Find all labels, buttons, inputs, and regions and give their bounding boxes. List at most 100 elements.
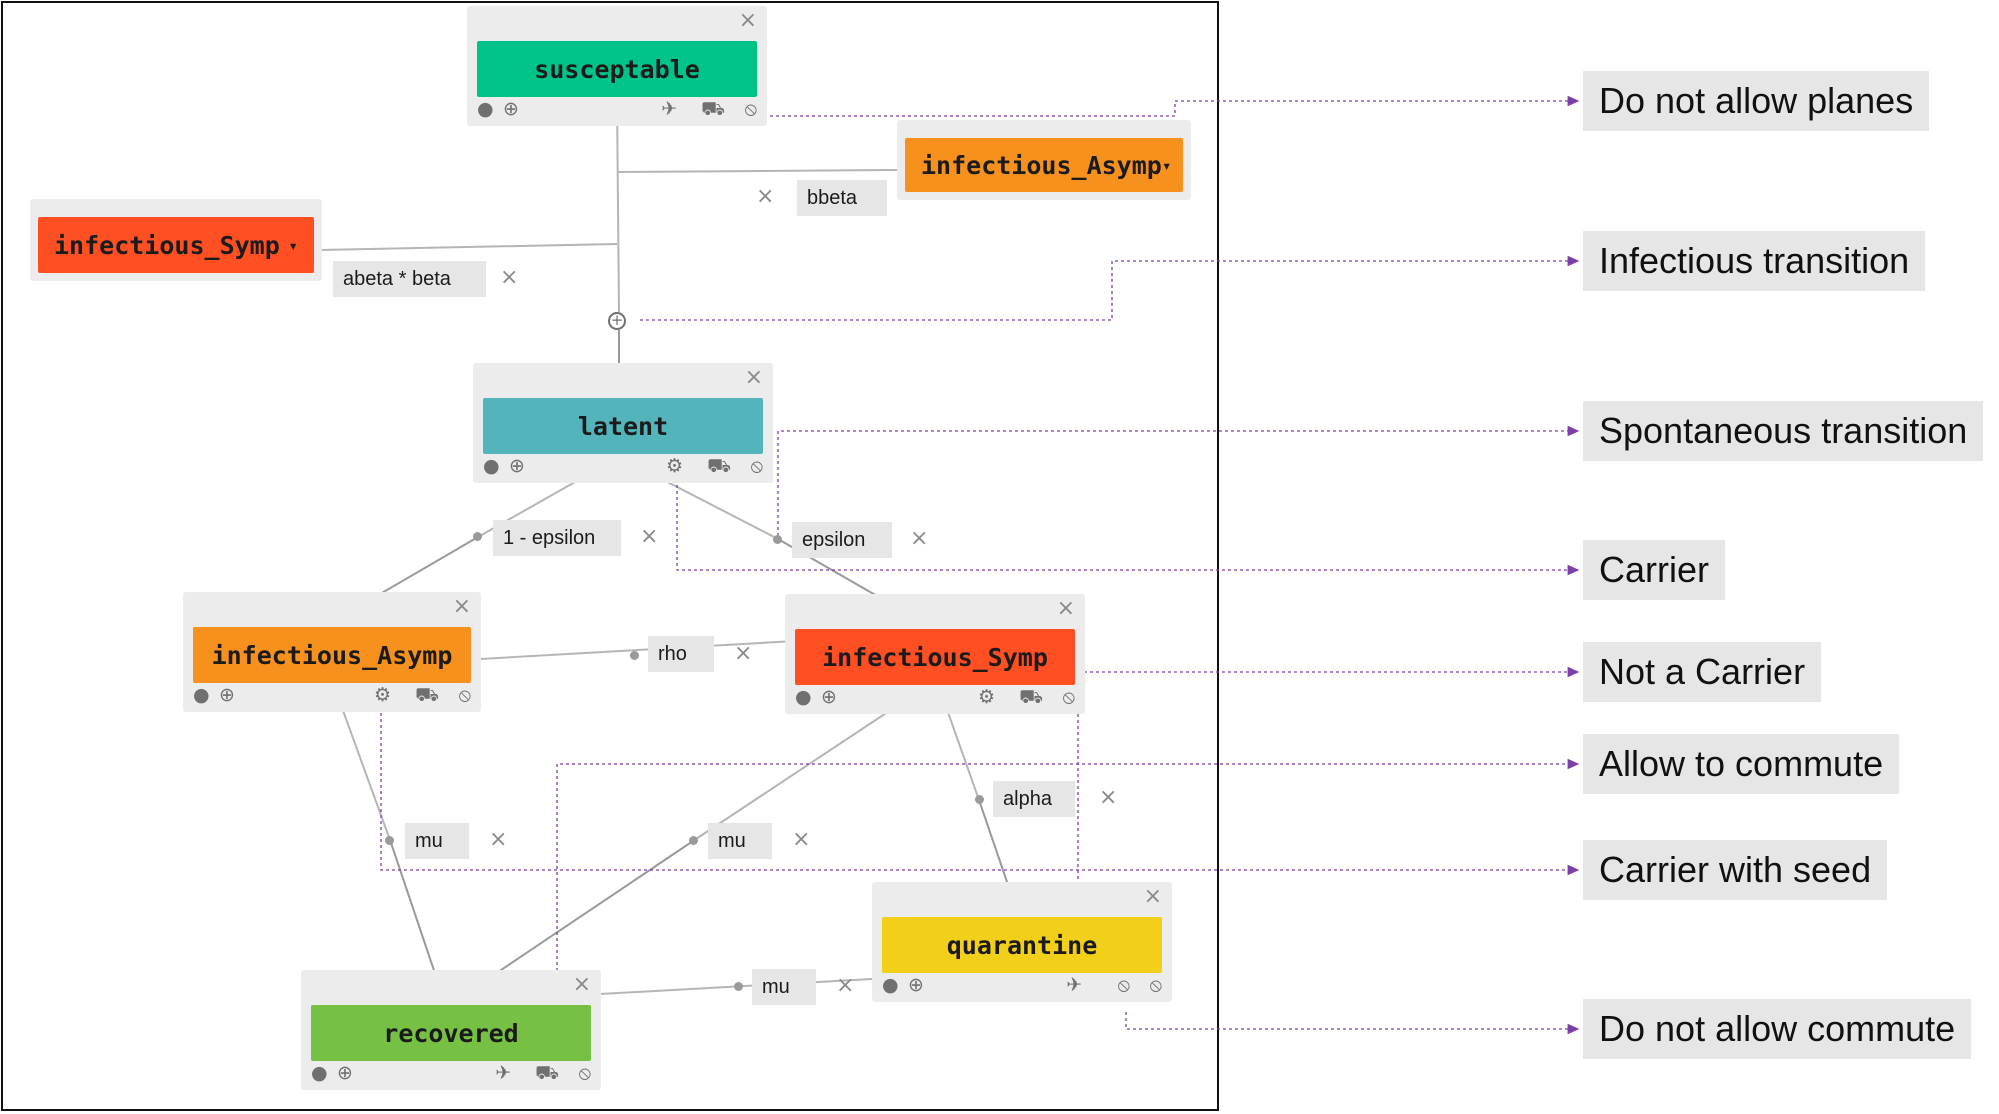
close-icon[interactable]: × [910,526,929,551]
info-icon[interactable]: ● [795,686,812,708]
close-icon[interactable]: × [572,972,591,997]
source-infectious-symp[interactable]: infectious_Symp ▾ [30,199,322,281]
close-icon[interactable]: × [1143,884,1162,909]
no-commute-icon[interactable]: ⦸ [578,1062,591,1084]
rate-handle[interactable] [734,982,743,991]
legend-no-commute: Do not allow commute [1583,999,1972,1059]
info-icon[interactable]: ● [483,455,500,477]
rate-label-epsilon[interactable]: epsilon [792,522,892,558]
leader-carrier-seed [380,695,1580,876]
close-icon[interactable]: × [836,973,855,998]
close-icon[interactable]: × [1099,785,1118,810]
legend-allow-commute: Allow to commute [1583,734,1900,794]
node-infectious-asymp[interactable]: × infectious_Asymp ● ⊕ ⚙ ⛟ ⦸ [183,592,481,712]
node-quarantine[interactable]: × quarantine ● ⊕ ✈ ⦸ ⦸ [872,882,1172,1002]
car-icon[interactable]: ⛟ [535,1062,559,1084]
no-commute-icon[interactable]: ⦸ [744,98,757,120]
legend-infectious-transition: Infectious transition [1583,231,1926,291]
car-icon[interactable]: ⛟ [415,684,439,706]
legend-carrier-seed: Carrier with seed [1583,840,1888,900]
leader-infectious-transition [640,255,1580,321]
gear-icon[interactable]: ⚙ [373,684,391,706]
rate-handle[interactable] [975,795,984,804]
close-icon[interactable]: × [756,184,775,209]
car-icon[interactable]: ⛟ [707,455,731,477]
legend-not-carrier: Not a Carrier [1583,642,1822,702]
plane-icon[interactable]: ✈ [1066,974,1082,996]
node-label-infectious-asymp[interactable]: infectious_Asymp [193,627,471,683]
close-icon[interactable]: × [640,524,659,549]
close-icon[interactable]: × [1056,596,1075,621]
leader-no-planes [770,95,1580,117]
node-susceptible[interactable]: × susceptable ● ⊕ ✈ ⛟ ⦸ [467,6,767,126]
plane-icon[interactable]: ✈ [495,1062,511,1084]
legend-carrier: Carrier [1583,540,1726,600]
rate-handle[interactable] [385,836,394,845]
close-icon[interactable]: × [452,594,471,619]
leader-no-commute [1125,1012,1580,1035]
chevron-down-icon[interactable]: ▾ [1161,155,1172,175]
close-icon[interactable]: × [489,827,508,852]
gear-icon[interactable]: ⚙ [977,686,995,708]
node-infectious-symp[interactable]: × infectious_Symp ● ⊕ ⚙ ⛟ ⦸ [785,594,1085,714]
close-icon[interactable]: × [738,8,757,33]
rate-label-alpha[interactable]: alpha [993,781,1075,817]
no-commute-icon[interactable]: ⦸ [1062,686,1075,708]
close-icon[interactable]: × [734,641,753,666]
rate-label-mu-symp[interactable]: mu [708,823,772,859]
node-latent[interactable]: × latent ● ⊕ ⚙ ⛟ ⦸ [473,363,773,483]
source-label-infectious-asymp: infectious_Asymp [921,150,1162,180]
rate-label-one-minus-epsilon[interactable]: 1 - epsilon [493,520,621,556]
node-recovered[interactable]: × recovered ● ⊕ ✈ ⛟ ⦸ [301,970,601,1090]
rate-handle[interactable] [473,532,482,541]
add-icon[interactable]: ⊕ [503,98,519,120]
rate-label-abeta-beta[interactable]: abeta * beta [333,261,486,297]
info-icon[interactable]: ● [311,1062,328,1084]
source-dropdown-infectious-symp[interactable]: infectious_Symp ▾ [38,217,314,273]
leader-allow-commute [556,758,1580,1061]
info-icon[interactable]: ● [193,684,210,706]
close-icon[interactable]: × [500,265,519,290]
source-dropdown-infectious-asymp[interactable]: infectious_Asymp ▾ [905,138,1183,192]
gear-icon[interactable]: ⚙ [665,455,683,477]
rate-handle[interactable] [630,651,639,660]
no-commute-icon[interactable]: ⦸ [1117,974,1130,996]
close-icon[interactable]: × [792,827,811,852]
rate-label-mu-quarantine[interactable]: mu [752,969,816,1005]
legend-spontaneous-transition: Spontaneous transition [1583,401,1984,461]
add-icon[interactable]: ⊕ [821,686,837,708]
rate-label-bbeta[interactable]: bbeta [797,180,887,216]
node-label-infectious-symp[interactable]: infectious_Symp [795,629,1075,685]
node-label-quarantine[interactable]: quarantine [882,917,1162,973]
no-commute-icon[interactable]: ⦸ [458,684,471,706]
add-icon[interactable]: ⊕ [509,455,525,477]
source-infectious-asymp[interactable]: infectious_Asymp ▾ [897,120,1191,200]
rate-label-rho[interactable]: rho [648,636,714,672]
add-icon[interactable]: ⊕ [219,684,235,706]
node-footer: ● ⊕ ⚙ ⛟ ⦸ [191,681,473,709]
add-icon[interactable]: ⊕ [908,974,924,996]
no-commute-icon[interactable]: ⦸ [750,455,763,477]
no-commute-icon[interactable]: ⦸ [1149,974,1162,996]
car-icon[interactable]: ⛟ [1019,686,1043,708]
infection-junction-icon[interactable]: + [608,312,626,330]
close-icon[interactable]: × [744,365,763,390]
node-footer: ● ⊕ ✈ ⛟ ⦸ [309,1059,593,1087]
add-icon[interactable]: ⊕ [337,1062,353,1084]
chevron-down-icon[interactable]: ▾ [288,235,298,255]
car-icon[interactable]: ⛟ [701,98,725,120]
rate-handle[interactable] [773,535,782,544]
leader-spontaneous-transition [777,425,1580,536]
info-icon[interactable]: ● [882,974,899,996]
legend-no-planes: Do not allow planes [1583,71,1930,131]
edge-source-symp [319,243,618,251]
node-footer: ● ⊕ ⚙ ⛟ ⦸ [481,452,765,480]
rate-label-mu-asymp[interactable]: mu [405,823,469,859]
node-label-latent[interactable]: latent [483,398,763,454]
node-footer: ● ⊕ ✈ ⛟ ⦸ [475,95,759,123]
node-label-susceptible[interactable]: susceptable [477,41,757,97]
rate-handle[interactable] [689,836,698,845]
plane-icon[interactable]: ✈ [661,98,677,120]
info-icon[interactable]: ● [477,98,494,120]
node-label-recovered[interactable]: recovered [311,1005,591,1061]
